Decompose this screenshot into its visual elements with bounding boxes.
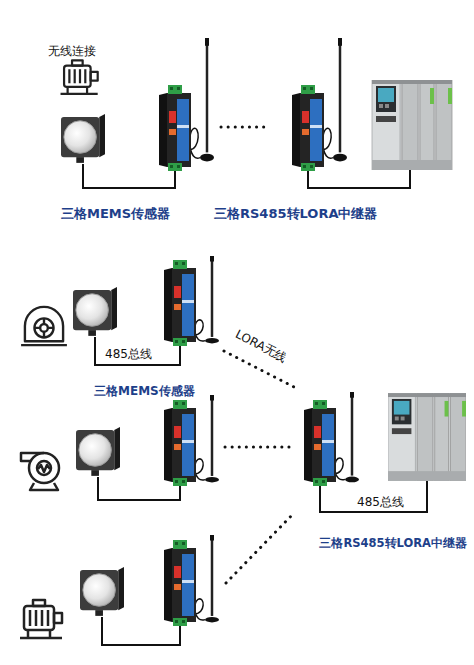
label-holder: 485总线 [356, 491, 405, 510]
antenna [334, 392, 359, 482]
wireless-dots [226, 513, 294, 583]
antenna [189, 38, 214, 162]
bus-wire [320, 481, 427, 512]
motor-icon [61, 60, 98, 94]
label-holder: LORA无线 [232, 323, 292, 366]
antenna [322, 38, 347, 162]
antenna [194, 256, 219, 343]
caption-label: 三格RS485转LORA中继器 [213, 206, 378, 222]
bus-wire [83, 164, 175, 188]
label-holder: 无线连接 [47, 40, 97, 59]
bus-wire [102, 617, 180, 645]
bus-wire [95, 337, 180, 365]
mems-sensor [61, 114, 105, 163]
wireless-dots [225, 446, 294, 449]
lora-repeater [164, 540, 196, 626]
lora-repeater [292, 85, 324, 171]
lora-repeater [164, 400, 196, 486]
label-holder: 三格MEMS传感器 [93, 380, 196, 399]
mems-sensor [73, 287, 117, 336]
wireless-label: LORA无线 [232, 327, 290, 366]
antenna [194, 395, 219, 482]
blower-icon [21, 307, 67, 345]
lora-repeater [159, 85, 191, 171]
caption-label: 三格RS485转LORA中继器 [318, 537, 468, 551]
wireless-dots [221, 126, 268, 129]
antenna [194, 535, 219, 622]
plc [388, 393, 466, 481]
mems-sensor [80, 567, 124, 616]
caption-label: 三格MEMS传感器 [93, 384, 196, 398]
note-label: 无线连接 [47, 44, 97, 58]
bus-label: 485总线 [104, 347, 153, 361]
label-holder: 三格RS485转LORA中继器 [213, 203, 378, 222]
pump-icon [21, 453, 59, 490]
mems-sensor [76, 427, 120, 476]
plc [372, 80, 452, 170]
caption-label: 三格MEMS传感器 [60, 206, 171, 222]
lora-repeater [164, 260, 196, 346]
label-holder: 三格MEMS传感器 [60, 203, 171, 222]
label-holder: 三格RS485转LORA中继器 [318, 532, 468, 551]
motor-icon [20, 600, 62, 638]
bus-label: 485总线 [356, 495, 405, 509]
label-holder: 485总线 [104, 343, 153, 362]
lora-repeater [304, 400, 336, 486]
bus-wire [308, 170, 410, 188]
